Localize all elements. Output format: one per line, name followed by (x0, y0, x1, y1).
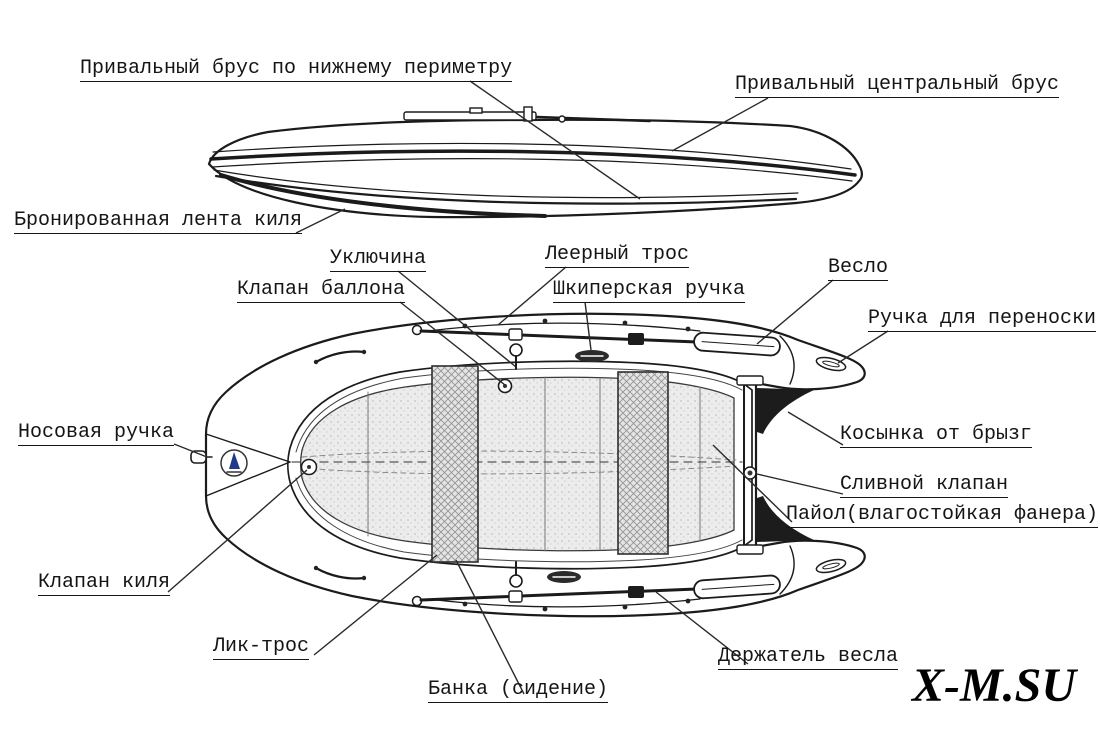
sailboat-icon (229, 452, 240, 469)
leader-nosovaya-ruchka (173, 443, 208, 458)
spray-gusset-top (757, 388, 814, 434)
lower-rub-strake-line2 (214, 174, 798, 205)
leader-veslo (756, 279, 834, 345)
bow-handle (190, 450, 213, 464)
leader-ruchka-perenoski (837, 330, 889, 364)
label-privalny-nizhny: Привальный брус по нижнему периметру (80, 57, 513, 82)
leader-uklyuchina (397, 270, 517, 368)
oarlock-mount-top (508, 328, 523, 341)
floor-plank-joints (367, 376, 701, 552)
leader-leernyi-tros (497, 266, 567, 326)
leader-banka (455, 559, 525, 695)
leader-lines (167, 80, 889, 695)
tube-cord-handle-top (313, 349, 367, 365)
cone-base-arc-top (779, 335, 795, 385)
leader-bronirovannaya-lenta (295, 208, 346, 234)
label-nosovaya-ruchka: Носовая ручка (18, 421, 175, 446)
leader-privalny-central (671, 97, 769, 152)
skipper-handle-top (575, 350, 609, 362)
label-privalny-central: Привальный центральный брус (735, 73, 1060, 98)
skipper-handle-bottom (547, 571, 581, 583)
floor-panel (299, 376, 735, 552)
side-view-drawing (207, 106, 864, 219)
oarlock-top (509, 343, 523, 370)
label-lik-tros: Лик-трос (213, 635, 310, 660)
leader-derzhatel-vesla (655, 591, 749, 665)
watermark-text: X-M.SU (912, 659, 1077, 712)
bench-left (431, 365, 479, 563)
label-leernyi-tros: Леерный трос (545, 243, 690, 268)
cone-base-arc-bottom (779, 545, 795, 595)
luff-rope-top (295, 367, 743, 453)
bow-logo (220, 449, 248, 477)
transom (736, 375, 764, 555)
label-veslo: Весло (828, 256, 889, 281)
label-shkiperskaya-ruchka: Шкиперская ручка (553, 278, 746, 303)
label-uklyuchina: Уключина (330, 247, 427, 272)
drain-valve (743, 466, 757, 480)
carry-handle-bottom (815, 558, 847, 574)
label-klapan-kilya: Клапан киля (38, 571, 171, 596)
luff-rope-bottom (295, 477, 743, 563)
lower-rub-strake-line1 (213, 169, 799, 199)
label-slivnoy-klapan: Сливной клапан (840, 473, 1009, 498)
oar-bottom (411, 574, 781, 607)
label-payol: Пайол(влагостойкая фанера) (786, 503, 1099, 528)
leader-slivnoy-klapan (756, 473, 844, 495)
label-kosynka: Косынка от брызг (840, 423, 1033, 448)
leader-klapan-ballona (399, 301, 506, 386)
central-rub-strake (209, 149, 857, 177)
leader-lik-tros (313, 554, 438, 656)
carry-handle-top (815, 356, 847, 372)
oarlock-bottom (509, 561, 523, 588)
label-banka: Банка (сидение) (428, 678, 609, 703)
oar-holder-top (628, 333, 644, 345)
leader-shkiperskaya-ruchka (584, 301, 592, 351)
oar-top (411, 324, 781, 357)
hull-stripe-upper (212, 142, 852, 170)
label-bronirovannaya-lenta: Бронированная лента киля (14, 209, 303, 234)
deck-fittings (403, 106, 652, 123)
leer-rope-bottom (427, 598, 701, 612)
top-view-drawing (190, 312, 866, 618)
keel-lens-dashed (301, 450, 737, 475)
label-klapan-ballona: Клапан баллона (237, 278, 406, 303)
spray-gusset-bottom (757, 496, 814, 542)
oar-holder-bottom (628, 586, 644, 598)
oarlock-mount-bottom (508, 590, 523, 603)
bench-right (617, 371, 669, 555)
leader-klapan-kilya (167, 469, 308, 593)
leader-payol (712, 444, 793, 523)
leader-privalny-nizhny (469, 80, 641, 200)
hull-stripe-lower (211, 158, 853, 182)
leader-kosynka (787, 411, 844, 446)
label-derzhatel-vesla: Держатель весла (718, 645, 899, 670)
keel-armor-tape (219, 173, 547, 218)
bow-converge-lines (205, 433, 291, 497)
label-ruchka-perenoski: Ручка для переноски (868, 307, 1097, 332)
tube-cord-handle-bottom (313, 565, 367, 581)
